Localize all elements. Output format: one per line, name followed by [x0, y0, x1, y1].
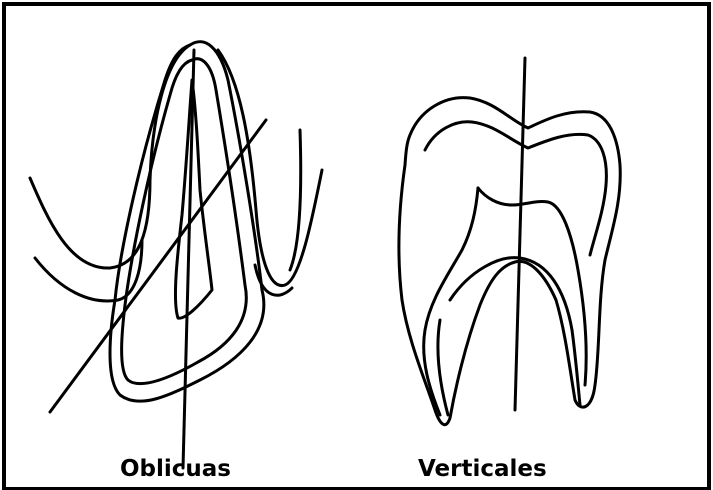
- molar-tooth: [399, 58, 620, 425]
- tooth-inner: [122, 59, 247, 384]
- oblique-fracture-line: [50, 120, 266, 412]
- molar-pulp-left: [424, 188, 478, 415]
- anterior-tooth: [30, 42, 322, 468]
- molar-enamel-inner: [425, 122, 606, 255]
- label-vertical: Verticales: [418, 458, 578, 481]
- gingiva-side-right: [290, 130, 301, 270]
- gingiva-outer-right: [218, 50, 322, 286]
- figure-border: [4, 4, 709, 489]
- vertical-fracture-line: [515, 58, 525, 410]
- molar-pulp-chamber: [478, 188, 586, 385]
- label-oblique: Oblicuas: [120, 458, 270, 481]
- molar-root-left-inner: [438, 320, 448, 415]
